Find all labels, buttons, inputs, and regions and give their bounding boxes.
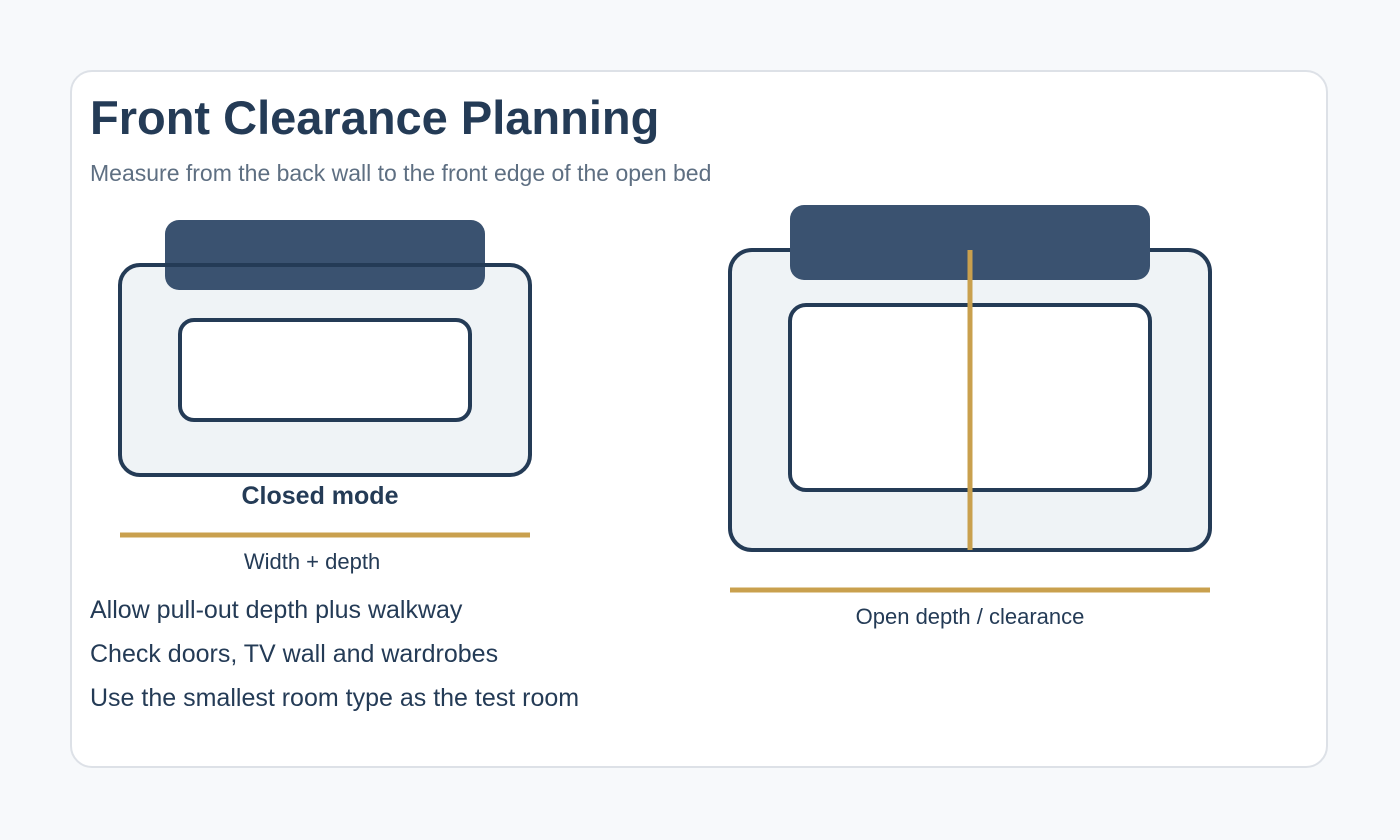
open-mode-bed — [728, 205, 1212, 552]
page-subtitle: Measure from the back wall to the front … — [90, 160, 712, 186]
closed-mode-bed — [118, 220, 532, 477]
closed-seat-cushion — [178, 318, 472, 422]
closed-mode-label: Closed mode — [242, 482, 399, 510]
page-title: Front Clearance Planning — [90, 91, 660, 144]
open-backrest — [790, 205, 1150, 280]
closed-backrest — [165, 220, 485, 290]
note-item: Use the smallest room type as the test r… — [90, 684, 580, 712]
closed-dimension-label: Width + depth — [244, 549, 380, 574]
open-dimension-label: Open depth / clearance — [856, 604, 1085, 629]
note-item: Check doors, TV wall and wardrobes — [90, 640, 499, 668]
note-item: Allow pull-out depth plus walkway — [90, 596, 463, 624]
